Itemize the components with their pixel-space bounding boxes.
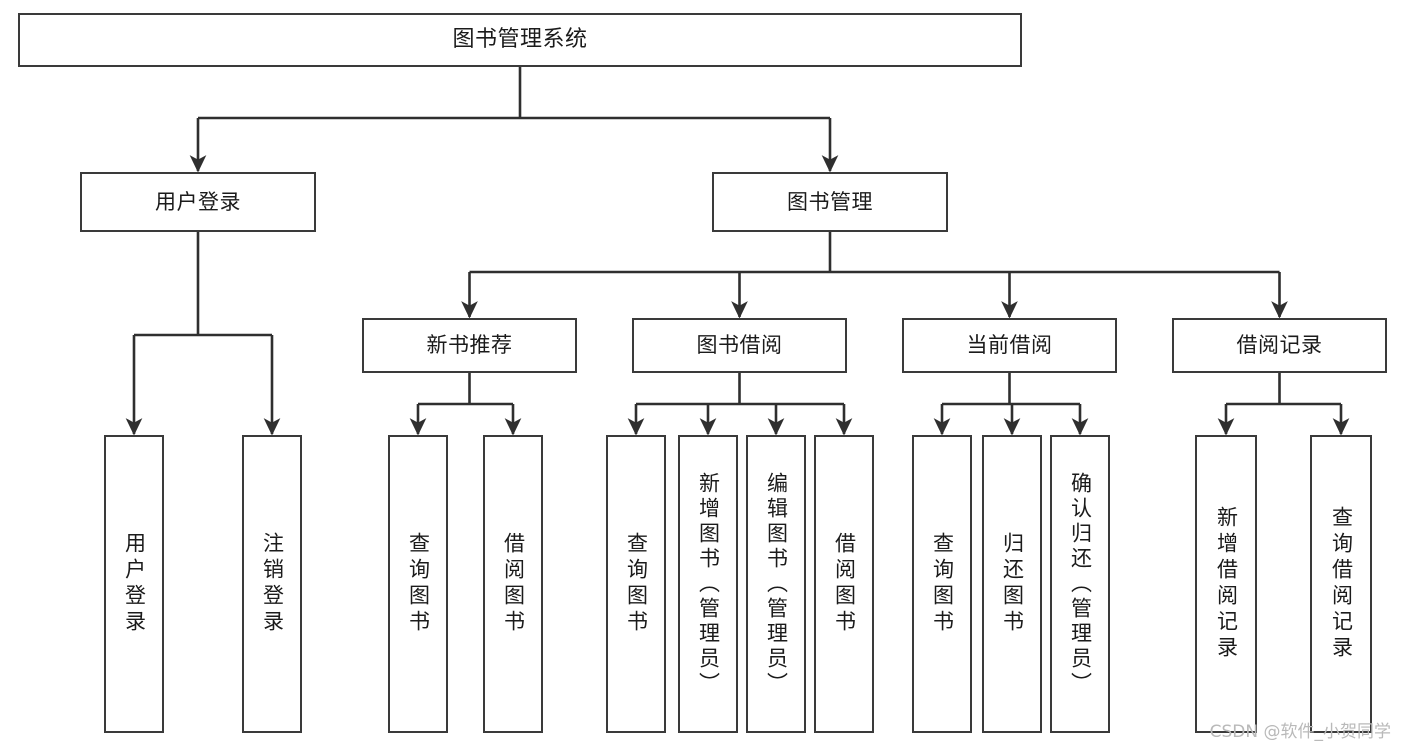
node-label: 新书推荐 (426, 333, 513, 358)
node-leaf_br_add[interactable]: 新增借阅记录 (1195, 435, 1257, 733)
node-leaf_bb_borrow[interactable]: 借阅图书 (814, 435, 874, 733)
node-book_borrow[interactable]: 图书借阅 (632, 318, 847, 373)
node-current_borrow[interactable]: 当前借阅 (902, 318, 1117, 373)
node-book_manage[interactable]: 图书管理 (712, 172, 948, 232)
node-leaf_bb_add[interactable]: 新增图书（管理员） (678, 435, 738, 733)
node-label: 图书管理 (787, 189, 873, 214)
node-label: 查询图书 (406, 532, 431, 636)
node-leaf_cb_confirm[interactable]: 确认归还（管理员） (1050, 435, 1110, 733)
node-label: 借阅图书 (832, 532, 857, 636)
connector-edges (125, 67, 1350, 436)
node-label: 图书借阅 (696, 333, 783, 358)
node-label: 查询借阅记录 (1329, 506, 1354, 662)
node-label: 编辑图书（管理员） (764, 471, 789, 697)
node-label: 图书管理系统 (452, 27, 588, 53)
node-label: 归还图书 (1000, 532, 1025, 636)
node-leaf_cb_query[interactable]: 查询图书 (912, 435, 972, 733)
node-label: 确认归还（管理员） (1068, 471, 1093, 697)
node-label: 借阅记录 (1236, 333, 1323, 358)
node-leaf_rec_query[interactable]: 查询图书 (388, 435, 448, 733)
watermark-text: CSDN @软件_小贺同学 (1209, 722, 1391, 742)
node-label: 新增图书（管理员） (696, 471, 721, 697)
node-label: 新增借阅记录 (1214, 506, 1239, 662)
node-root[interactable]: 图书管理系统 (18, 13, 1022, 67)
node-leaf_user_login[interactable]: 用户登录 (104, 435, 164, 733)
node-label: 查询图书 (624, 532, 649, 636)
node-leaf_br_query[interactable]: 查询借阅记录 (1310, 435, 1372, 733)
node-leaf_bb_edit[interactable]: 编辑图书（管理员） (746, 435, 806, 733)
node-user_login[interactable]: 用户登录 (80, 172, 316, 232)
node-leaf_bb_query[interactable]: 查询图书 (606, 435, 666, 733)
node-leaf_user_logout[interactable]: 注销登录 (242, 435, 302, 733)
node-label: 当前借阅 (966, 333, 1053, 358)
node-label: 查询图书 (930, 532, 955, 636)
node-new_book_rec[interactable]: 新书推荐 (362, 318, 577, 373)
node-leaf_rec_borrow[interactable]: 借阅图书 (483, 435, 543, 733)
node-label: 借阅图书 (501, 532, 526, 636)
node-borrow_record[interactable]: 借阅记录 (1172, 318, 1387, 373)
node-label: 用户登录 (122, 532, 147, 636)
node-label: 用户登录 (155, 189, 241, 214)
node-label: 注销登录 (260, 532, 285, 636)
node-leaf_cb_return[interactable]: 归还图书 (982, 435, 1042, 733)
